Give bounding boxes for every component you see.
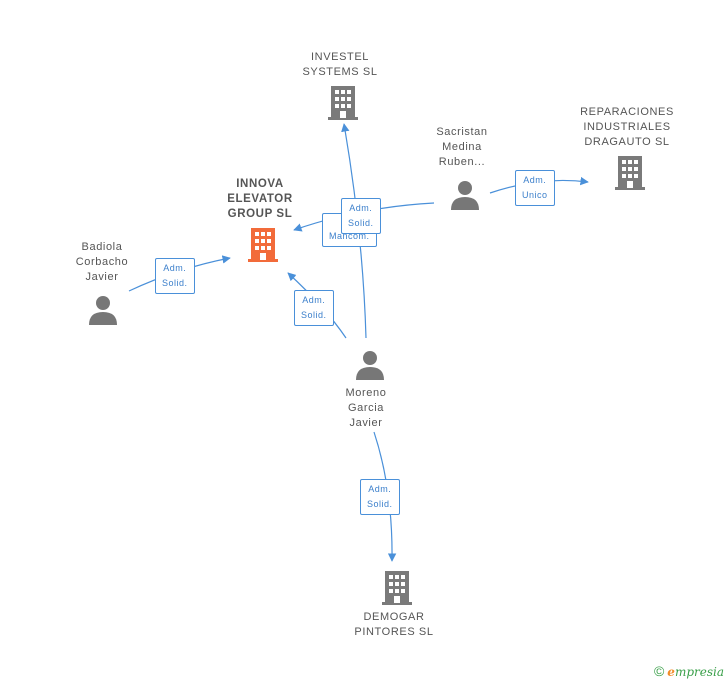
edge-label-badiola-innova: Adm. Solid. (155, 258, 195, 294)
sacristan-person-icon (451, 181, 479, 210)
demogar-building-icon (382, 571, 412, 605)
reparaciones-building-icon (615, 156, 645, 190)
innova-label[interactable]: INNOVA ELEVATOR GROUP SL (227, 178, 293, 220)
moreno-person-icon (356, 351, 384, 380)
edge-label-sacristan-innova: Adm. Solid. (341, 198, 381, 234)
innova-building-icon (248, 228, 278, 262)
investel-building-icon (328, 86, 358, 120)
reparaciones-label[interactable]: REPARACIONES INDUSTRIALES DRAGAUTO SL (580, 106, 674, 148)
investel-label[interactable]: INVESTEL SYSTEMS SL (302, 51, 378, 78)
edge-label-moreno-demogar: Adm. Solid. (360, 479, 400, 515)
edge-label-moreno-innova: Adm. Solid. (294, 290, 334, 326)
edge-label-sacristan-reparaciones: Adm. Unico (515, 170, 555, 206)
brand-logo: empresia (667, 665, 724, 679)
demogar-label[interactable]: DEMOGAR PINTORES SL (354, 611, 434, 638)
badiola-person-icon (89, 296, 117, 325)
badiola-label[interactable]: Badiola Corbacho Javier (75, 241, 129, 283)
sacristan-label[interactable]: Sacristan Medina Ruben... (436, 126, 488, 168)
empresia-footer: ©empresia (654, 663, 724, 679)
moreno-label[interactable]: Moreno Garcia Javier (345, 387, 387, 429)
copyright-symbol: © (653, 663, 665, 679)
